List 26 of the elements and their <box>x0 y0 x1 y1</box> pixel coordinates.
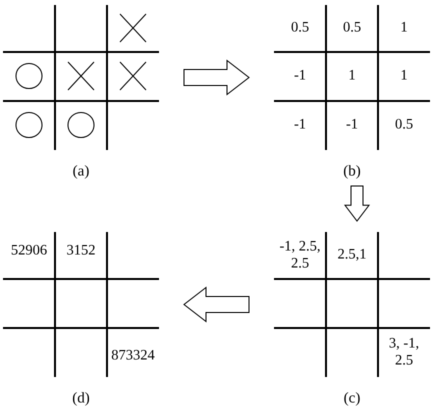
tic-tac-toe-grid <box>3 232 159 377</box>
cell-value: 0.5 <box>342 20 362 36</box>
block-arrow <box>183 286 250 323</box>
cell-value: -1 <box>292 116 308 134</box>
cell-value: 3, -1, 2.5 <box>388 335 420 369</box>
cell-value: -1, 2.5, 2.5 <box>278 238 322 272</box>
cell-value: 1 <box>347 68 357 84</box>
tic-tac-toe-grid <box>274 232 430 377</box>
cell-value: 0.5 <box>394 116 414 134</box>
cell-value: 0.5 <box>290 20 310 36</box>
panel-caption: (b) <box>342 164 362 180</box>
tic-tac-toe-grid <box>3 5 159 150</box>
panel-caption: (a) <box>72 164 90 180</box>
cell-value: 52906 <box>10 242 48 260</box>
cell-value: -1 <box>292 68 308 84</box>
tic-tac-toe-grid <box>274 5 430 150</box>
cell-value: 3152 <box>66 242 96 260</box>
cell-value: 2.5,1 <box>336 246 368 264</box>
block-arrow <box>344 186 370 222</box>
cell-value: 1 <box>399 20 409 36</box>
cell-value: 873324 <box>111 348 155 364</box>
panel-caption: (c) <box>342 390 362 408</box>
panel-caption: (d) <box>71 390 91 408</box>
cell-value: 1 <box>399 68 409 84</box>
cell-value: -1 <box>344 116 360 134</box>
block-arrow <box>184 59 250 96</box>
